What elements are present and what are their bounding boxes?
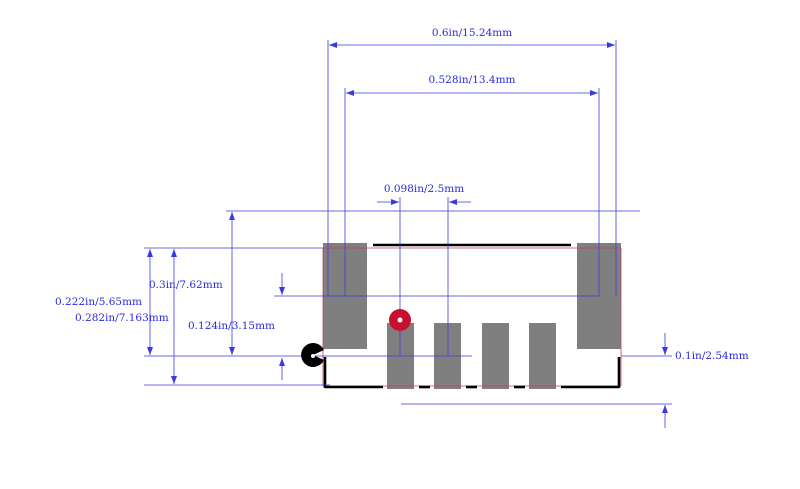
- dim-overall-width: 0.6in/15.24mm: [327, 27, 617, 296]
- origin-marker: [301, 343, 324, 367]
- dim-label-body-height: 0.282in/7.163mm: [75, 312, 169, 324]
- dim-offset: 0.124in/3.15mm: [188, 210, 640, 355]
- dim-label-pitch: 0.098in/2.5mm: [384, 183, 464, 195]
- signal-pad-4: [529, 323, 556, 389]
- dim-label-row-height: 0.3in/7.62mm: [149, 279, 223, 291]
- dim-label-inner-width: 0.528in/13.4mm: [428, 74, 515, 86]
- dim-label-pin-length: 0.1in/2.54mm: [675, 350, 749, 362]
- silkscreen-outline: [323, 243, 621, 389]
- dim-label-pad-height: 0.222in/5.65mm: [55, 296, 142, 308]
- dim-label-offset: 0.124in/3.15mm: [188, 320, 275, 332]
- dim-label-overall-width: 0.6in/15.24mm: [432, 27, 512, 39]
- dim-pad-height: 0.222in/5.65mm: [55, 247, 323, 355]
- pads: [323, 243, 621, 389]
- dim-inner-width: 0.528in/13.4mm: [344, 74, 600, 297]
- pin-1-marker: [389, 309, 411, 331]
- dim-pin-length: 0.1in/2.54mm: [401, 333, 749, 428]
- courtyard-outline: [322, 247, 622, 387]
- signal-pad-3: [482, 323, 509, 389]
- dim-row-height: 0.3in/7.62mm: [149, 273, 345, 380]
